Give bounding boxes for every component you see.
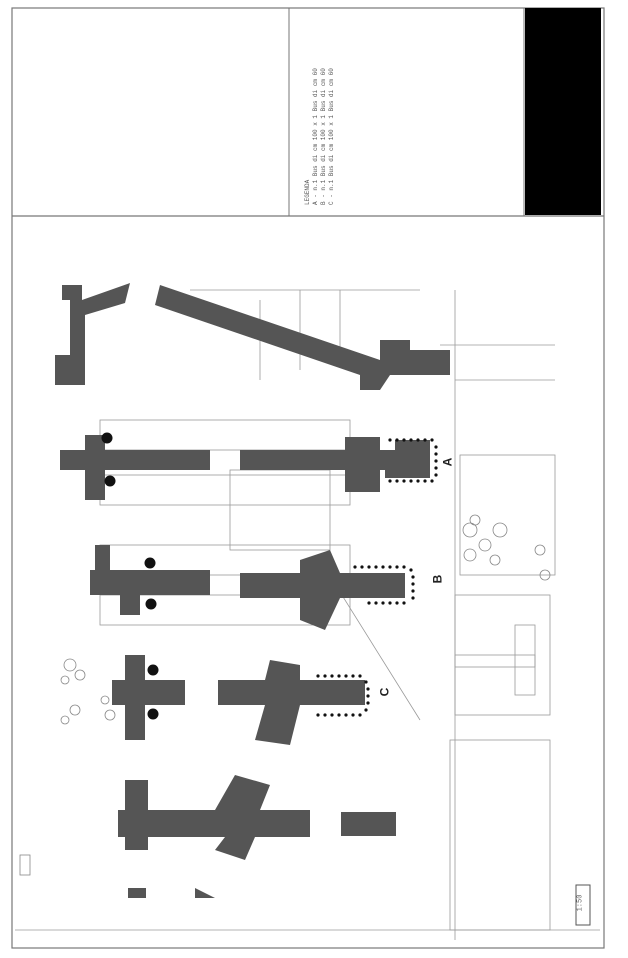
label-c: C <box>377 687 392 697</box>
legend-row-b: B - n.1 Bus di cm 100 x 1 Bus di cm 60 <box>320 68 327 205</box>
marker-dots <box>101 432 159 720</box>
sheet-border <box>11 7 605 949</box>
legend-row-a: A - n.1 Bus di cm 100 x 1 Bus di cm 60 <box>312 68 319 205</box>
legend-row-c: C - n.1 Bus di cm 100 x 1 Bus di cm 60 <box>328 68 335 205</box>
stone-texture <box>60 514 551 725</box>
legend-heading: LEGENDA <box>304 179 311 205</box>
building-outlines <box>15 289 600 940</box>
label-a: A <box>440 457 455 467</box>
dark-sections <box>55 283 450 898</box>
scale-stamp-box <box>575 884 591 926</box>
corner-scale-tag: 1:50 <box>576 894 585 912</box>
legend: LEGENDA A - n.1 Bus di cm 100 x 1 Bus di… <box>304 68 335 205</box>
title-black-block <box>525 8 601 215</box>
dotted-outline-b <box>353 565 415 605</box>
dotted-outline-c <box>316 674 370 717</box>
label-b: B <box>430 574 445 584</box>
dotted-outline-a <box>388 438 438 483</box>
